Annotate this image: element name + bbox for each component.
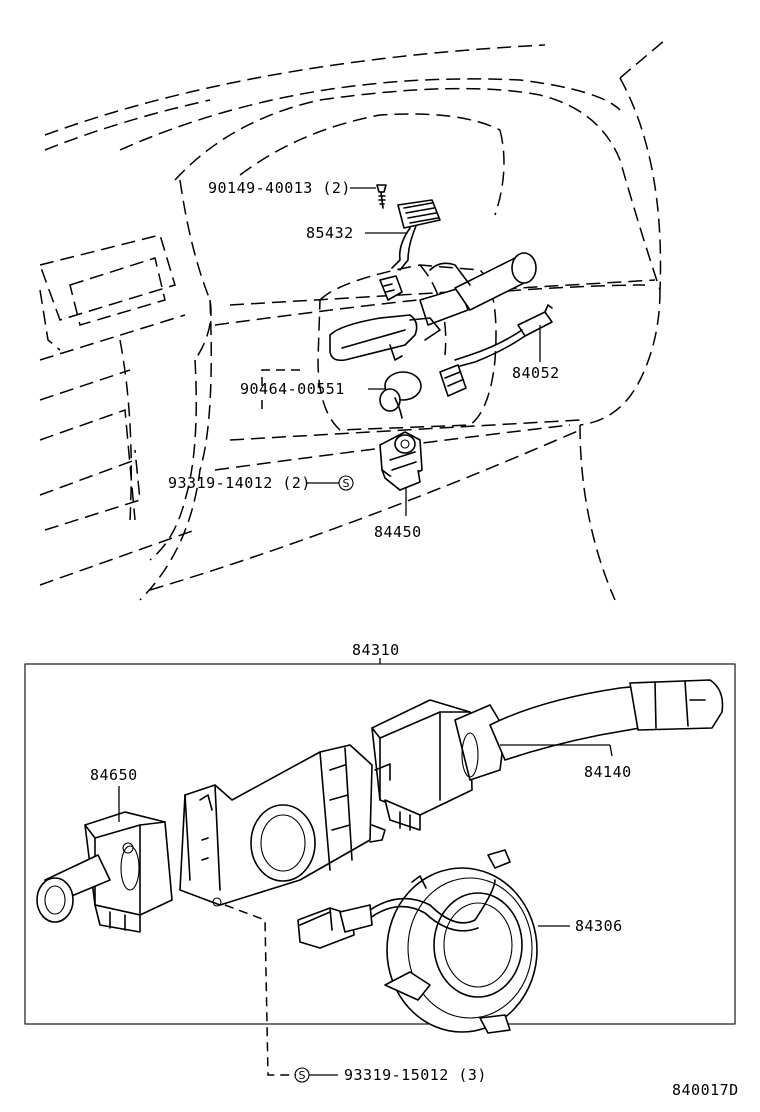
lock-cylinder-90464-icon [379,371,422,419]
label-84650: 84650 [90,766,138,784]
label-84450: 84450 [374,523,422,541]
wire-harness-84052-icon [439,304,553,397]
light-switch-84140-icon [371,679,724,831]
leader-dashed-90464 [261,369,300,386]
ignition-switch-84450-icon [379,431,423,491]
label-84140: 84140 [584,763,632,781]
switch-bracket-icon [179,744,386,907]
label-90464: 90464-00551 [240,380,345,398]
switch-85432-icon [379,199,441,301]
screw-symbol-b-letter: S [299,1069,306,1082]
bolt-90149-icon [376,184,387,209]
label-bolt-90149: 90149-40013 (2) [208,179,351,197]
column-switch-assembly-icon [329,252,537,362]
label-84052: 84052 [512,364,560,382]
assembly-84310-frame [24,663,736,1025]
leader-dashed-93319-b [224,904,296,1076]
figure-code: 840017D [672,1081,739,1099]
spiral-cable-84306-icon [297,849,538,1034]
label-84310: 84310 [352,641,400,659]
screw-symbol-a-letter: S [343,477,350,490]
label-93319-a: 93319-14012 (2) [168,474,311,492]
dashboard-outline [39,39,666,601]
label-93319-b: 93319-15012 (3) [344,1066,487,1084]
label-84306: 84306 [575,917,623,935]
wiper-switch-84650-icon [36,811,173,933]
label-85432: 85432 [306,224,354,242]
